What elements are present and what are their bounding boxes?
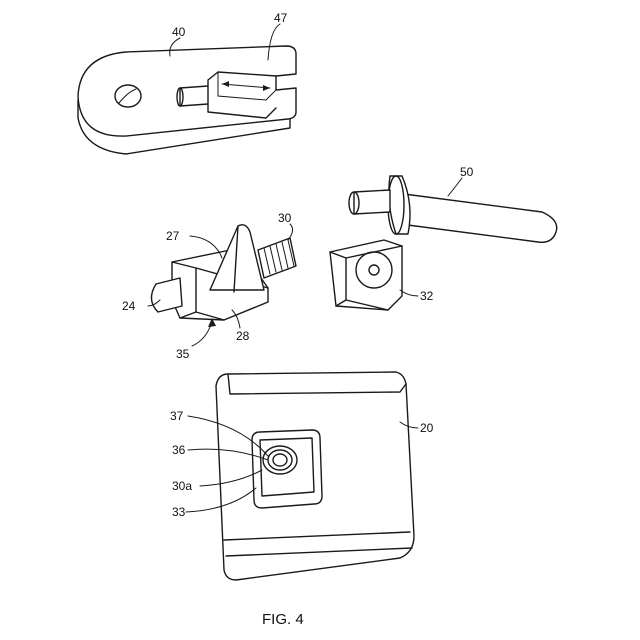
label-40: 40 [172, 25, 186, 39]
label-30: 30 [278, 211, 292, 225]
label-33: 33 [172, 505, 186, 519]
label-50: 50 [460, 165, 474, 179]
label-24: 24 [122, 299, 136, 313]
plate-40 [78, 46, 296, 154]
nut-block-32 [330, 240, 402, 310]
label-28: 28 [236, 329, 250, 343]
label-35: 35 [176, 347, 190, 361]
label-37: 37 [170, 409, 184, 423]
label-47: 47 [274, 11, 288, 25]
label-36: 36 [172, 443, 186, 457]
label-30a: 30a [172, 479, 192, 493]
label-32: 32 [420, 289, 434, 303]
figure-caption: FIG. 4 [262, 611, 304, 628]
label-27: 27 [166, 229, 180, 243]
block-20 [216, 372, 414, 580]
pin-50 [349, 176, 557, 242]
label-20: 20 [420, 421, 434, 435]
